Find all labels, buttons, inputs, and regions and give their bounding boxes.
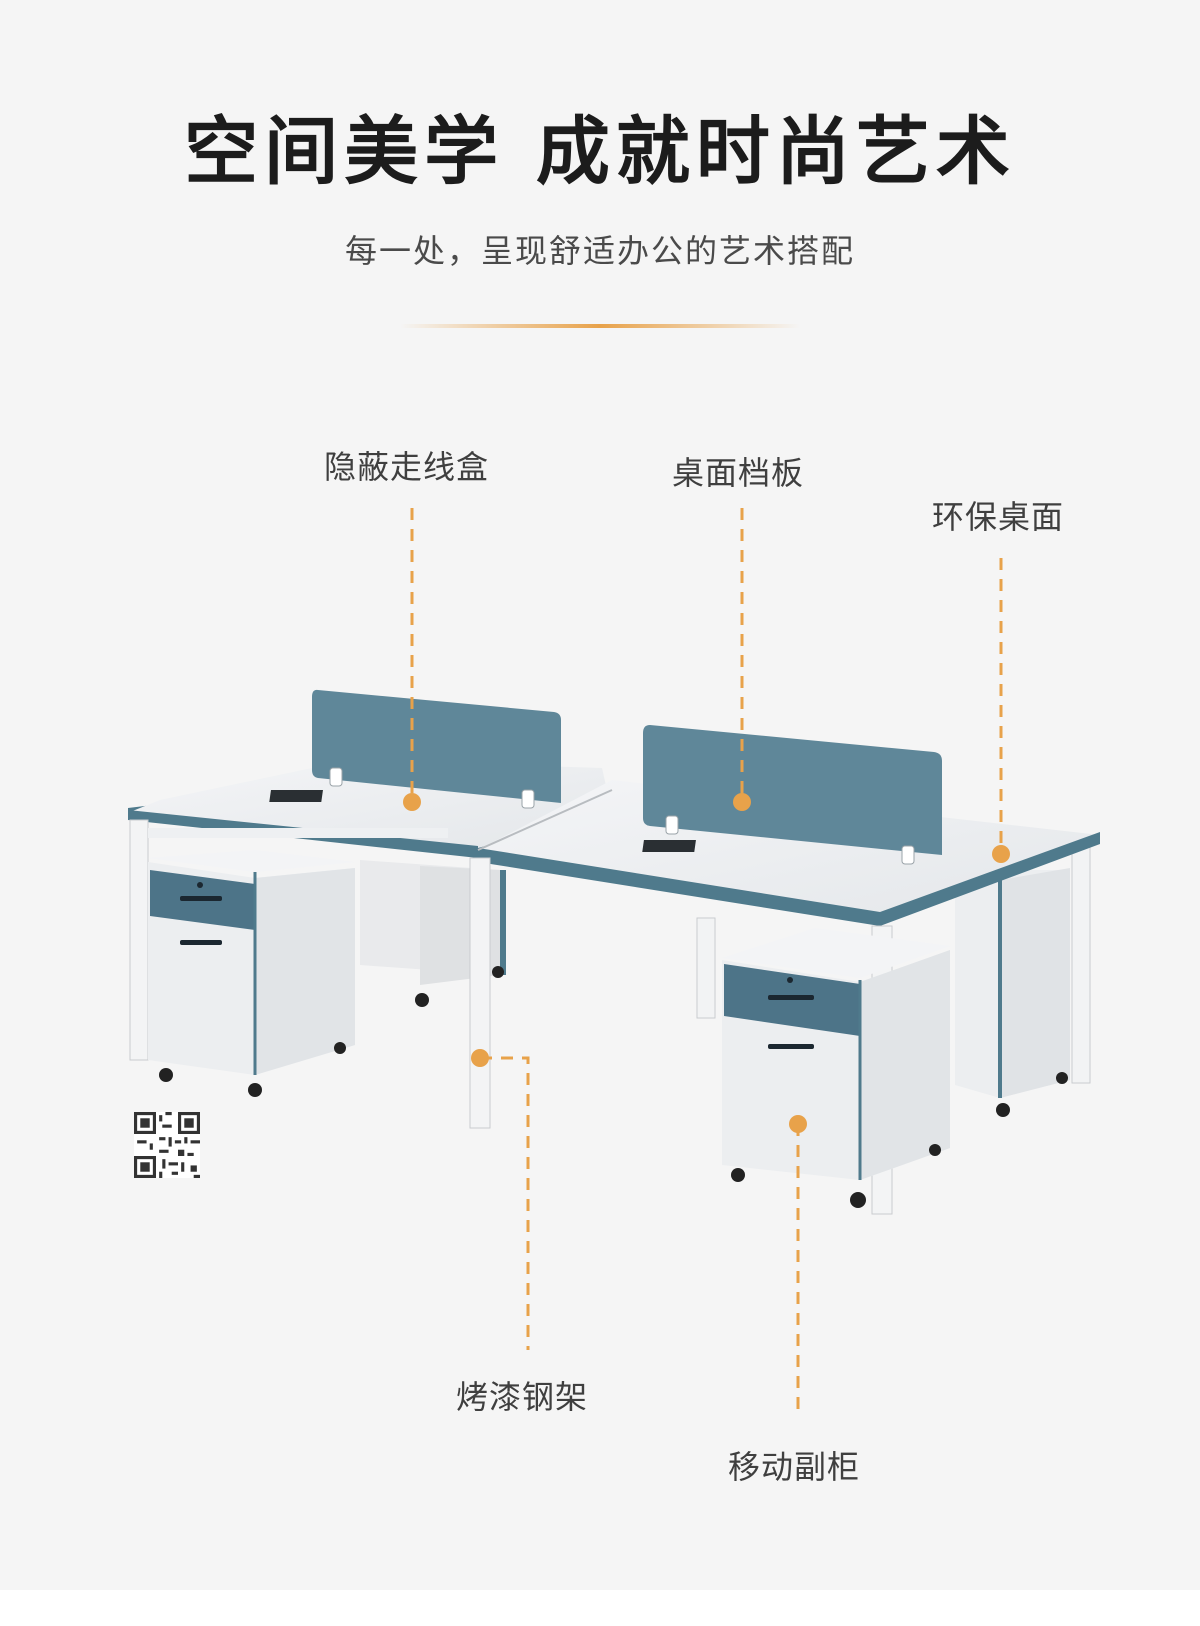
gold-divider [400, 324, 800, 328]
callout-dot-eco-desktop [992, 845, 1010, 863]
callout-dot-steel-frame [471, 1049, 489, 1067]
page-subtitle: 每一处，呈现舒适办公的艺术搭配 [344, 232, 855, 270]
front-pedestal-right [722, 928, 950, 1208]
callout-label-cable-box: 隐蔽走线盒 [324, 448, 490, 486]
callout-label-eco-desktop: 环保桌面 [932, 498, 1065, 536]
rear-pedestal-right [955, 868, 1070, 1117]
callout-dot-cable-box [403, 793, 421, 811]
callout-label-steel-frame: 烤漆钢架 [456, 1378, 589, 1416]
cable-box-left [269, 790, 323, 802]
callout-dot-desk-screen [733, 793, 751, 811]
right-desktop [477, 780, 1100, 926]
callout-label-desk-screen: 桌面档板 [672, 454, 805, 492]
qr-code-icon [134, 1112, 200, 1178]
desk-illustration [128, 508, 1100, 1410]
desk-screen-left [312, 689, 561, 809]
callout-dot-mobile-pedestal [789, 1115, 807, 1133]
page-title: 空间美学 成就时尚艺术 [184, 109, 1016, 195]
cable-box-right [642, 840, 696, 852]
callout-label-mobile-pedestal: 移动副柜 [728, 1448, 861, 1486]
bottom-strip [0, 1590, 1200, 1626]
desk-screen-right [643, 725, 942, 865]
front-pedestal-left [148, 850, 355, 1097]
